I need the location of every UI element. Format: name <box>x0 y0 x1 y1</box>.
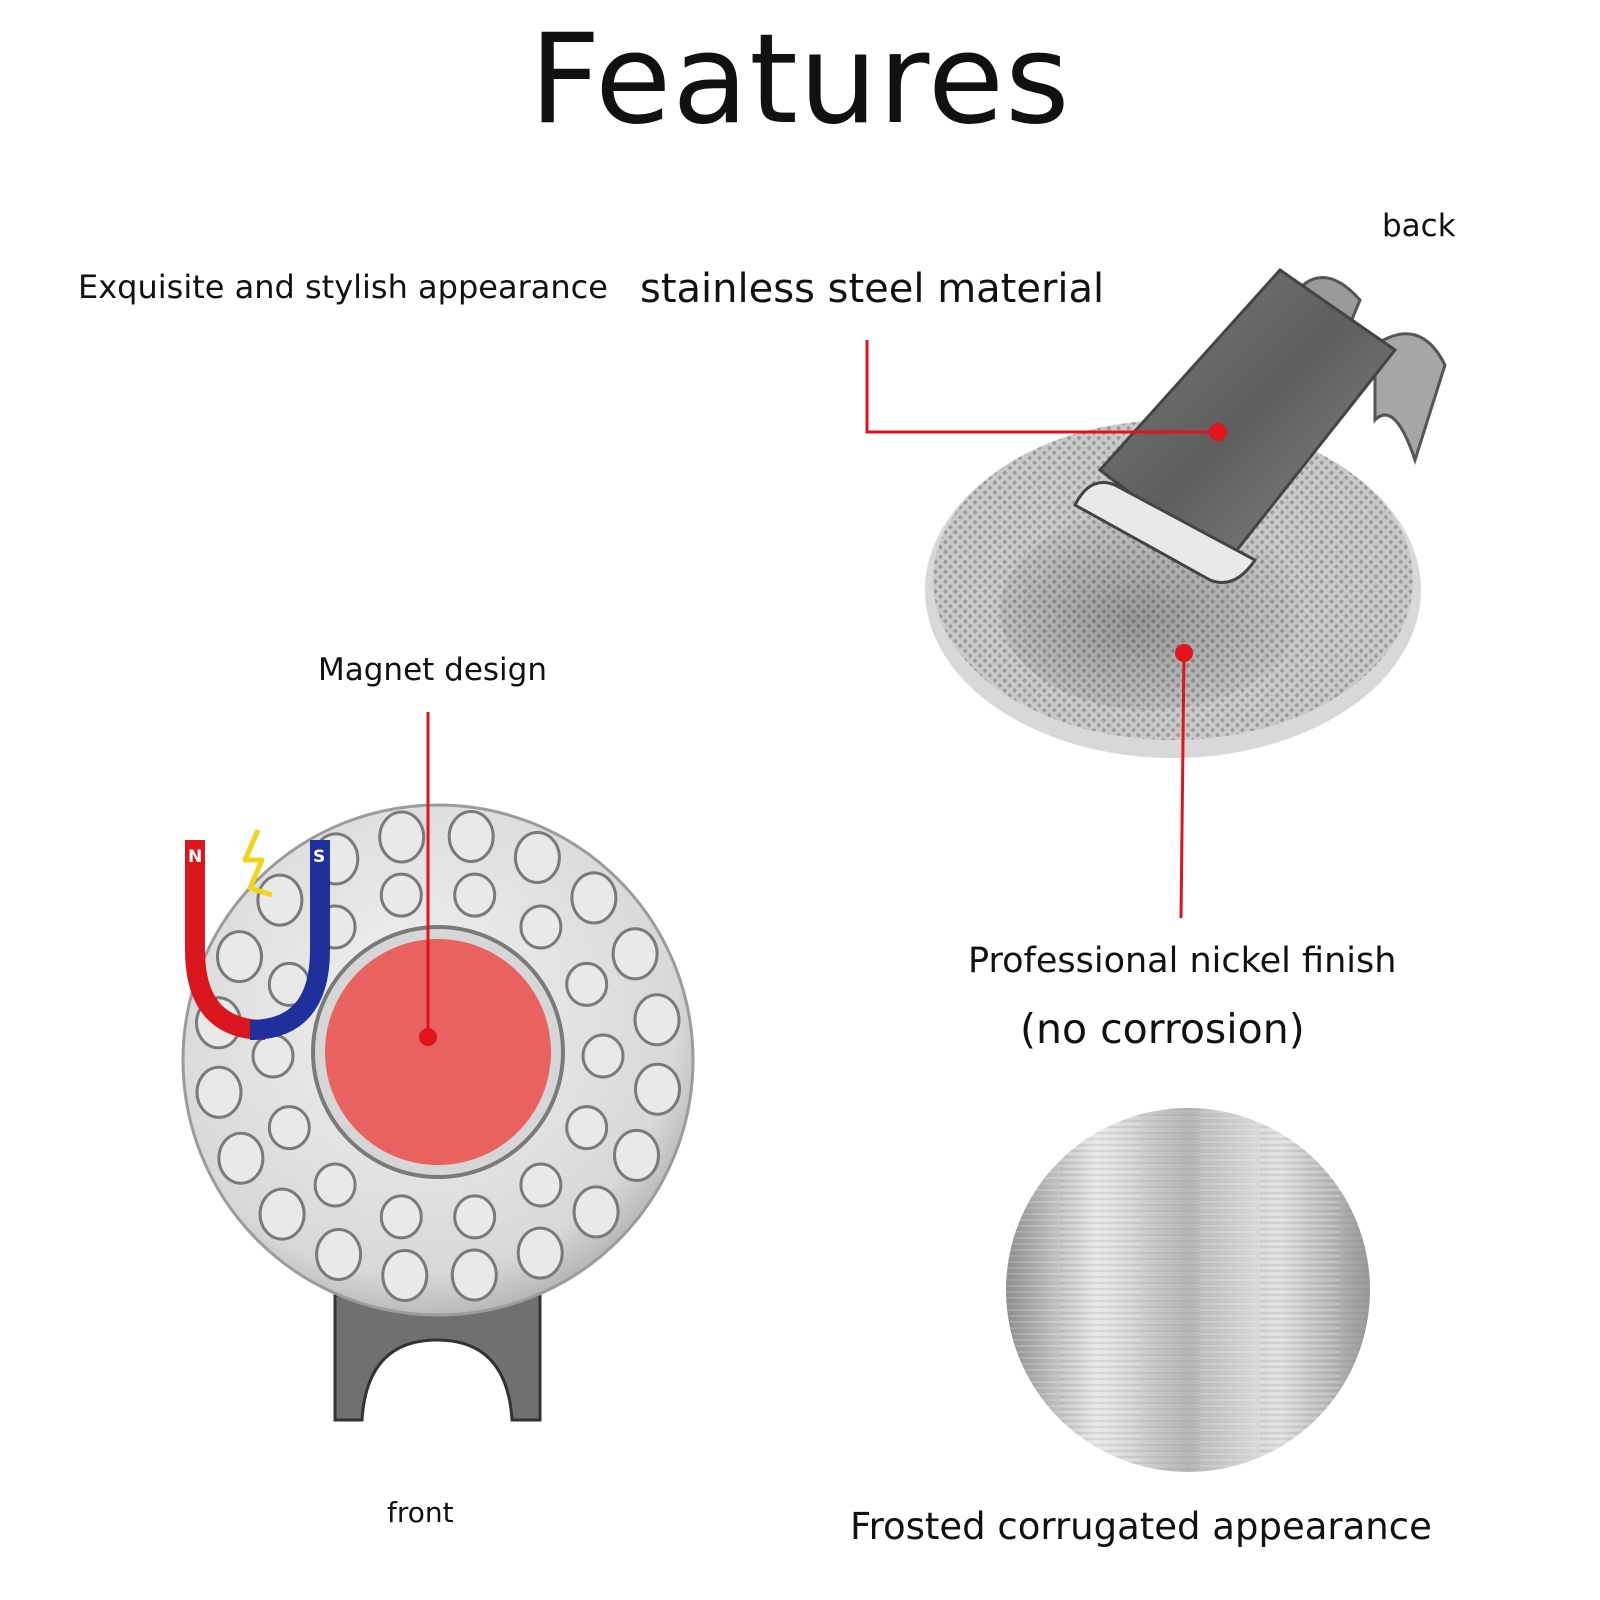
dimple <box>565 1105 609 1151</box>
dimple <box>450 1248 498 1302</box>
magnet-north-label: N <box>188 847 202 867</box>
page-title: Features <box>529 8 1071 152</box>
callout-magnet <box>419 712 437 1046</box>
frosted-disc <box>1006 1108 1370 1472</box>
dimple <box>315 1228 363 1281</box>
dimple <box>565 961 609 1007</box>
dimple <box>453 1194 497 1240</box>
dimple <box>447 810 495 863</box>
dimple <box>313 1162 357 1208</box>
dimple <box>570 871 618 925</box>
marker-front-view <box>181 803 695 1422</box>
dimple <box>613 1128 660 1182</box>
dimple <box>516 1226 564 1280</box>
dimple <box>216 930 263 984</box>
dimple <box>519 1162 563 1208</box>
dimple <box>217 1131 265 1185</box>
dimple <box>379 1194 423 1240</box>
label-magnet: Magnet design <box>318 652 547 688</box>
dimple <box>581 1033 625 1079</box>
dimple <box>513 831 561 884</box>
label-nickel: Professional nickel finish <box>968 941 1397 981</box>
dimple <box>251 1033 295 1079</box>
dimple <box>379 872 423 918</box>
magnet-south-label: S <box>313 847 325 867</box>
marker-back-view <box>925 268 1447 758</box>
dimple <box>519 904 563 950</box>
label-stainless: stainless steel material <box>640 266 1105 312</box>
dimple <box>633 993 681 1047</box>
label-front: front <box>387 1496 454 1529</box>
dimple <box>256 873 304 927</box>
dimple <box>378 810 426 864</box>
callout-nickel <box>1175 644 1193 919</box>
dimple <box>611 927 659 981</box>
lightning-bolt-icon <box>242 829 273 898</box>
dimple <box>381 1249 429 1302</box>
label-exquisite: Exquisite and stylish appearance <box>78 268 608 306</box>
dimple <box>572 1185 620 1239</box>
dimple <box>634 1062 681 1116</box>
dimple <box>267 1105 311 1151</box>
callout-stainless <box>865 340 1227 441</box>
label-back: back <box>1382 208 1456 244</box>
dimple <box>195 1065 243 1119</box>
label-frosted: Frosted corrugated appearance <box>850 1505 1432 1548</box>
dimple <box>453 872 497 918</box>
label-no-corrosion: (no corrosion) <box>1020 1005 1305 1053</box>
dimple <box>258 1187 306 1241</box>
magnet-icon: N S <box>185 840 330 1040</box>
